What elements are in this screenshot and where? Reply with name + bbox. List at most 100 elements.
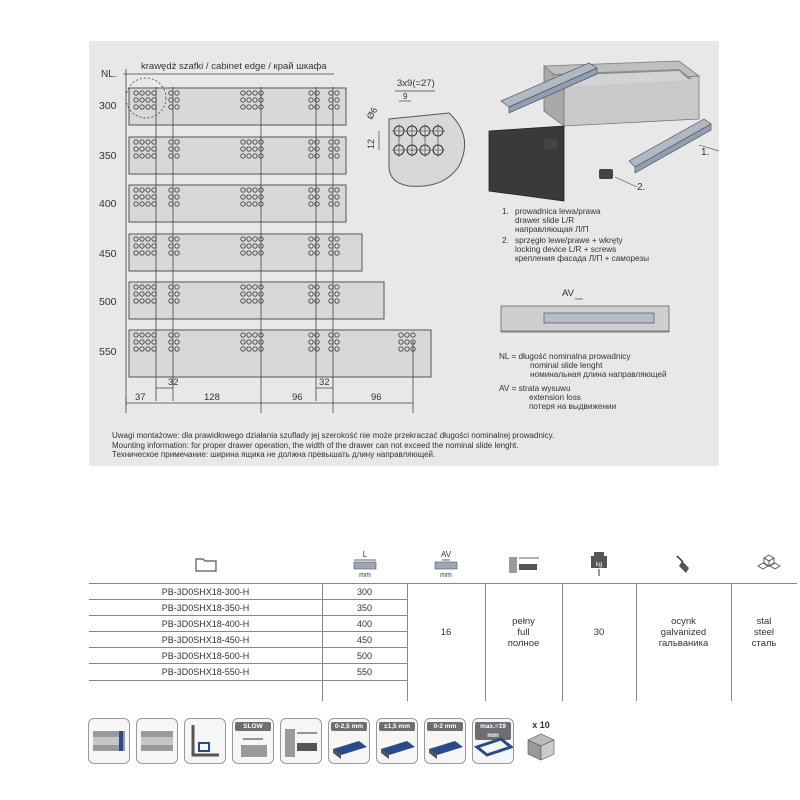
row-label: 400: [99, 198, 117, 210]
mount-hole: [308, 187, 314, 193]
mount-hole: [308, 284, 314, 290]
mount-hole: [308, 243, 314, 249]
note-ru: Техническое примечание: ширина ящика не …: [112, 450, 436, 459]
mount-hole: [246, 153, 252, 159]
mount-hole: [240, 291, 246, 297]
mount-hole: [246, 250, 252, 256]
note-en: Mounting information: for proper drawer …: [112, 440, 519, 450]
mount-hole: [139, 250, 145, 256]
table-row-length: 550: [322, 663, 407, 681]
mount-hole: [252, 139, 258, 145]
nl-definition: NL = długość nominalna prowadnicy nomina…: [499, 352, 667, 379]
mount-hole: [145, 97, 151, 103]
mount-hole: [334, 236, 340, 242]
mount-hole: [246, 291, 252, 297]
mount-hole: [139, 291, 145, 297]
mounting-diagram: NL. krawędź szafki / cabinet edge / край…: [99, 60, 719, 413]
material-cell: stal steel сталь: [731, 583, 797, 680]
mount-hole: [334, 291, 340, 297]
mount-hole: [252, 346, 258, 352]
mount-hole: [133, 339, 139, 345]
mount-hole: [398, 339, 404, 345]
mount-hole: [133, 153, 139, 159]
table-row-sku: PB-3D0SHX18-550-H: [89, 663, 322, 681]
table-row-length: 500: [322, 647, 407, 664]
svg-text:mm: mm: [359, 572, 371, 579]
drawer-illustration: 1. 2.: [488, 60, 719, 202]
mount-hole: [240, 97, 246, 103]
mount-hole: [133, 236, 139, 242]
mount-hole: [246, 187, 252, 193]
hole-diameter: Ø6: [365, 106, 380, 121]
mount-hole: [246, 298, 252, 304]
mount-hole: [314, 284, 320, 290]
mount-hole: [314, 346, 320, 352]
callout-1: 1.: [701, 147, 709, 158]
mount-hole: [145, 153, 151, 159]
mount-hole: [314, 187, 320, 193]
mount-hole: [133, 187, 139, 193]
mount-hole: [314, 339, 320, 345]
table-row-length: 350: [322, 599, 407, 616]
mount-hole: [139, 332, 145, 338]
mount-hole: [174, 284, 180, 290]
mount-hole: [308, 332, 314, 338]
mount-hole: [145, 291, 151, 297]
mount-hole: [334, 284, 340, 290]
mount-hole: [308, 291, 314, 297]
mount-hole: [174, 201, 180, 207]
folder-icon: [89, 545, 322, 583]
board-thickness-icon: max.=19 mm: [472, 718, 514, 764]
mount-hole: [252, 146, 258, 152]
mount-hole: [314, 201, 320, 207]
mount-hole: [314, 291, 320, 297]
extension-type-cell: pełny full полное: [485, 583, 562, 680]
adjust-height-icon: 0-2,5 mm: [328, 718, 370, 764]
row-label: 300: [99, 100, 117, 112]
slide-bars: [128, 87, 432, 378]
mount-hole: [334, 153, 340, 159]
mount-hole: [139, 187, 145, 193]
mount-hole: [240, 339, 246, 345]
mount-hole: [133, 194, 139, 200]
mount-hole: [308, 146, 314, 152]
nl-row-labels: 300 350 400 450 500 550: [99, 100, 117, 358]
av-definition: AV = strata wysuwu extension loss потеря…: [499, 384, 617, 411]
load-capacity-cell: 30: [562, 583, 636, 680]
mount-hole: [133, 146, 139, 152]
mount-hole: [133, 291, 139, 297]
mount-hole: [252, 194, 258, 200]
mount-hole: [404, 346, 410, 352]
mount-hole: [139, 339, 145, 345]
mount-hole: [314, 139, 320, 145]
mount-hole: [252, 90, 258, 96]
mount-hole: [139, 104, 145, 110]
mount-hole: [314, 250, 320, 256]
mount-hole: [174, 194, 180, 200]
dim-96-b: 96: [371, 392, 382, 403]
mount-hole: [145, 332, 151, 338]
mount-hole: [246, 284, 252, 290]
mount-hole: [252, 332, 258, 338]
legend-item-1: 1. prowadnica lewa/prawa drawer slide L/…: [502, 207, 601, 234]
mount-hole: [398, 332, 404, 338]
mount-hole: [252, 284, 258, 290]
mount-hole: [240, 146, 246, 152]
dim-37: 37: [135, 392, 146, 403]
mount-hole: [240, 346, 246, 352]
av-label: AV: [562, 288, 575, 299]
mount-hole: [139, 284, 145, 290]
mount-hole: [308, 339, 314, 345]
mount-hole: [145, 146, 151, 152]
mount-hole: [314, 97, 320, 103]
finish-icon: [636, 545, 731, 583]
mount-hole: [334, 194, 340, 200]
mount-hole: [334, 346, 340, 352]
mount-hole: [252, 236, 258, 242]
legend-item-2: 2. sprzęgło lewe/prawe + wkręty locking …: [502, 236, 650, 263]
mount-hole: [145, 201, 151, 207]
mount-hole: [133, 90, 139, 96]
technical-drawing-panel: NL. krawędź szafki / cabinet edge / край…: [89, 41, 719, 466]
mount-hole: [145, 187, 151, 193]
dim-96-a: 96: [292, 392, 303, 403]
